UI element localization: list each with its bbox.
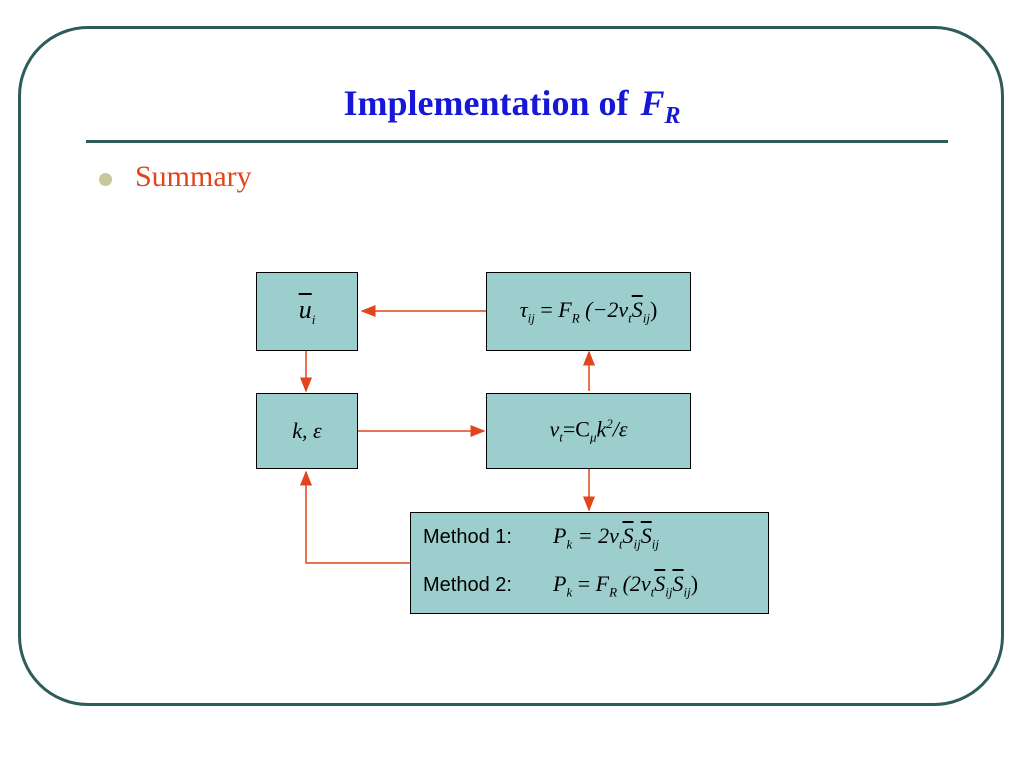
method-1-row: Method 1: Pk = 2νtSijSij [423,523,659,552]
mean-velocity-expr: ui [298,294,316,328]
eddy-viscosity-expr: νt=Cμk2/ε [549,416,628,445]
method-1-label: Method 1: [423,526,512,549]
bullet-dot-icon [99,173,112,186]
method-2-row: Method 2: Pk = FR (2νtSijSij) [423,571,698,600]
method-1-expr: Pk = 2νtSijSij [553,523,659,552]
box-eddy-viscosity: νt=Cμk2/ε [486,393,691,469]
k-epsilon-expr: k, ε [292,418,322,443]
reynolds-stress-expr: τij = FR (−2νtSij) [519,296,658,326]
slide-frame [18,26,1004,706]
title-symbol: FR [640,83,681,130]
arrow-methods-to-k [300,470,410,564]
title-rule [86,140,948,143]
box-reynolds-stress: τij = FR (−2νtSij) [486,272,691,351]
box-k-epsilon: k, ε [256,393,358,469]
box-production-methods: Method 1: Pk = 2νtSijSij Method 2: Pk = … [410,512,769,614]
method-2-expr: Pk = FR (2νtSijSij) [553,571,699,600]
title-text: Implementation of [343,83,629,123]
slide-title: Implementation of FR [0,82,1024,130]
bullet-summary: Summary [135,160,252,193]
box-mean-velocity: ui [256,272,358,351]
method-2-label: Method 2: [423,574,512,597]
